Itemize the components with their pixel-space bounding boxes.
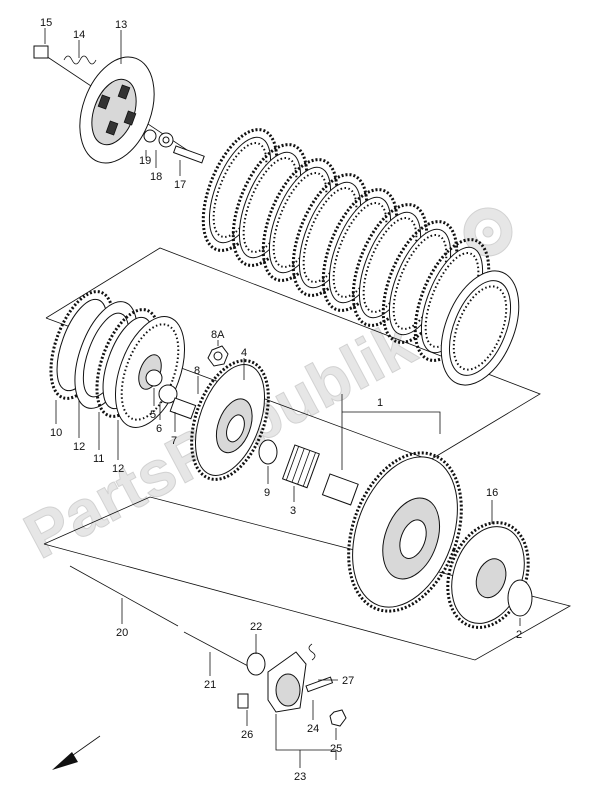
callout-8: 8 — [194, 365, 200, 377]
plate-pack-outline — [45, 247, 541, 461]
leader-lines — [44, 28, 521, 768]
front-direction-arrow-icon — [52, 735, 101, 770]
callout-5: 5 — [150, 409, 156, 421]
pressure-plate-group — [33, 45, 205, 164]
adjust-screw-24 — [305, 676, 334, 693]
assembly-outlines — [43, 247, 572, 661]
push-rod-20 — [69, 565, 179, 627]
callout-2: 2 — [516, 629, 522, 641]
spacer-1 — [321, 473, 359, 506]
nut-25 — [329, 709, 347, 727]
primary-driven-gear — [347, 451, 463, 613]
primary-driven-gear-group — [347, 451, 533, 629]
callout-4: 4 — [241, 347, 247, 359]
callout-1: 1 — [377, 397, 383, 409]
push-rod-group — [69, 565, 266, 676]
callout-19: 19 — [139, 155, 151, 167]
needle-bearing-3 — [281, 444, 320, 489]
callout-labels: 15 14 13 19 18 17 8A 4 8 5 6 7 10 12 11 … — [40, 17, 522, 783]
callout-17: 17 — [174, 179, 186, 191]
callout-11: 11 — [93, 453, 104, 465]
callout-18: 18 — [150, 171, 162, 183]
callout-26: 26 — [241, 729, 253, 741]
callout-21: 21 — [204, 679, 216, 691]
callout-25: 25 — [330, 743, 342, 755]
callout-15: 15 — [40, 17, 52, 29]
callout-8a: 8A — [211, 329, 225, 341]
push-piece-17 — [172, 145, 205, 164]
sleeve-hub-4 — [190, 359, 270, 481]
washer-19 — [143, 129, 157, 143]
friction-plate-stack — [201, 128, 520, 386]
seat-5 — [145, 369, 163, 387]
oil-seal-22 — [246, 652, 266, 676]
spring-27 — [308, 643, 316, 661]
bolt — [33, 45, 49, 59]
inner-plate-group — [49, 290, 197, 428]
callout-13: 13 — [115, 19, 127, 31]
callout-9: 9 — [264, 487, 270, 499]
callout-10: 10 — [50, 427, 62, 439]
push-rod-21 — [183, 631, 249, 667]
spring-7 — [169, 397, 197, 420]
callout-14: 14 — [73, 29, 85, 41]
callout-3: 3 — [290, 505, 296, 517]
watermark-gear-icon — [463, 207, 513, 257]
callout-7: 7 — [171, 435, 177, 447]
spring — [63, 55, 97, 65]
washer-9 — [258, 439, 278, 465]
callout-6: 6 — [156, 423, 162, 435]
release-assembly — [237, 643, 347, 727]
callout-27: 27 — [342, 675, 354, 687]
sleeve-hub-group — [190, 345, 359, 506]
damper-spring-6 — [158, 384, 178, 404]
callout-20: 20 — [116, 627, 128, 639]
callout-22: 22 — [250, 621, 262, 633]
callout-12a: 12 — [73, 441, 85, 453]
callout-24: 24 — [307, 723, 319, 735]
callout-12b: 12 — [112, 463, 124, 475]
washer-2 — [507, 579, 533, 617]
callout-23: 23 — [294, 771, 306, 783]
clutch-housing-outline — [43, 496, 572, 661]
callout-16: 16 — [486, 487, 498, 499]
screw-26 — [237, 693, 249, 709]
